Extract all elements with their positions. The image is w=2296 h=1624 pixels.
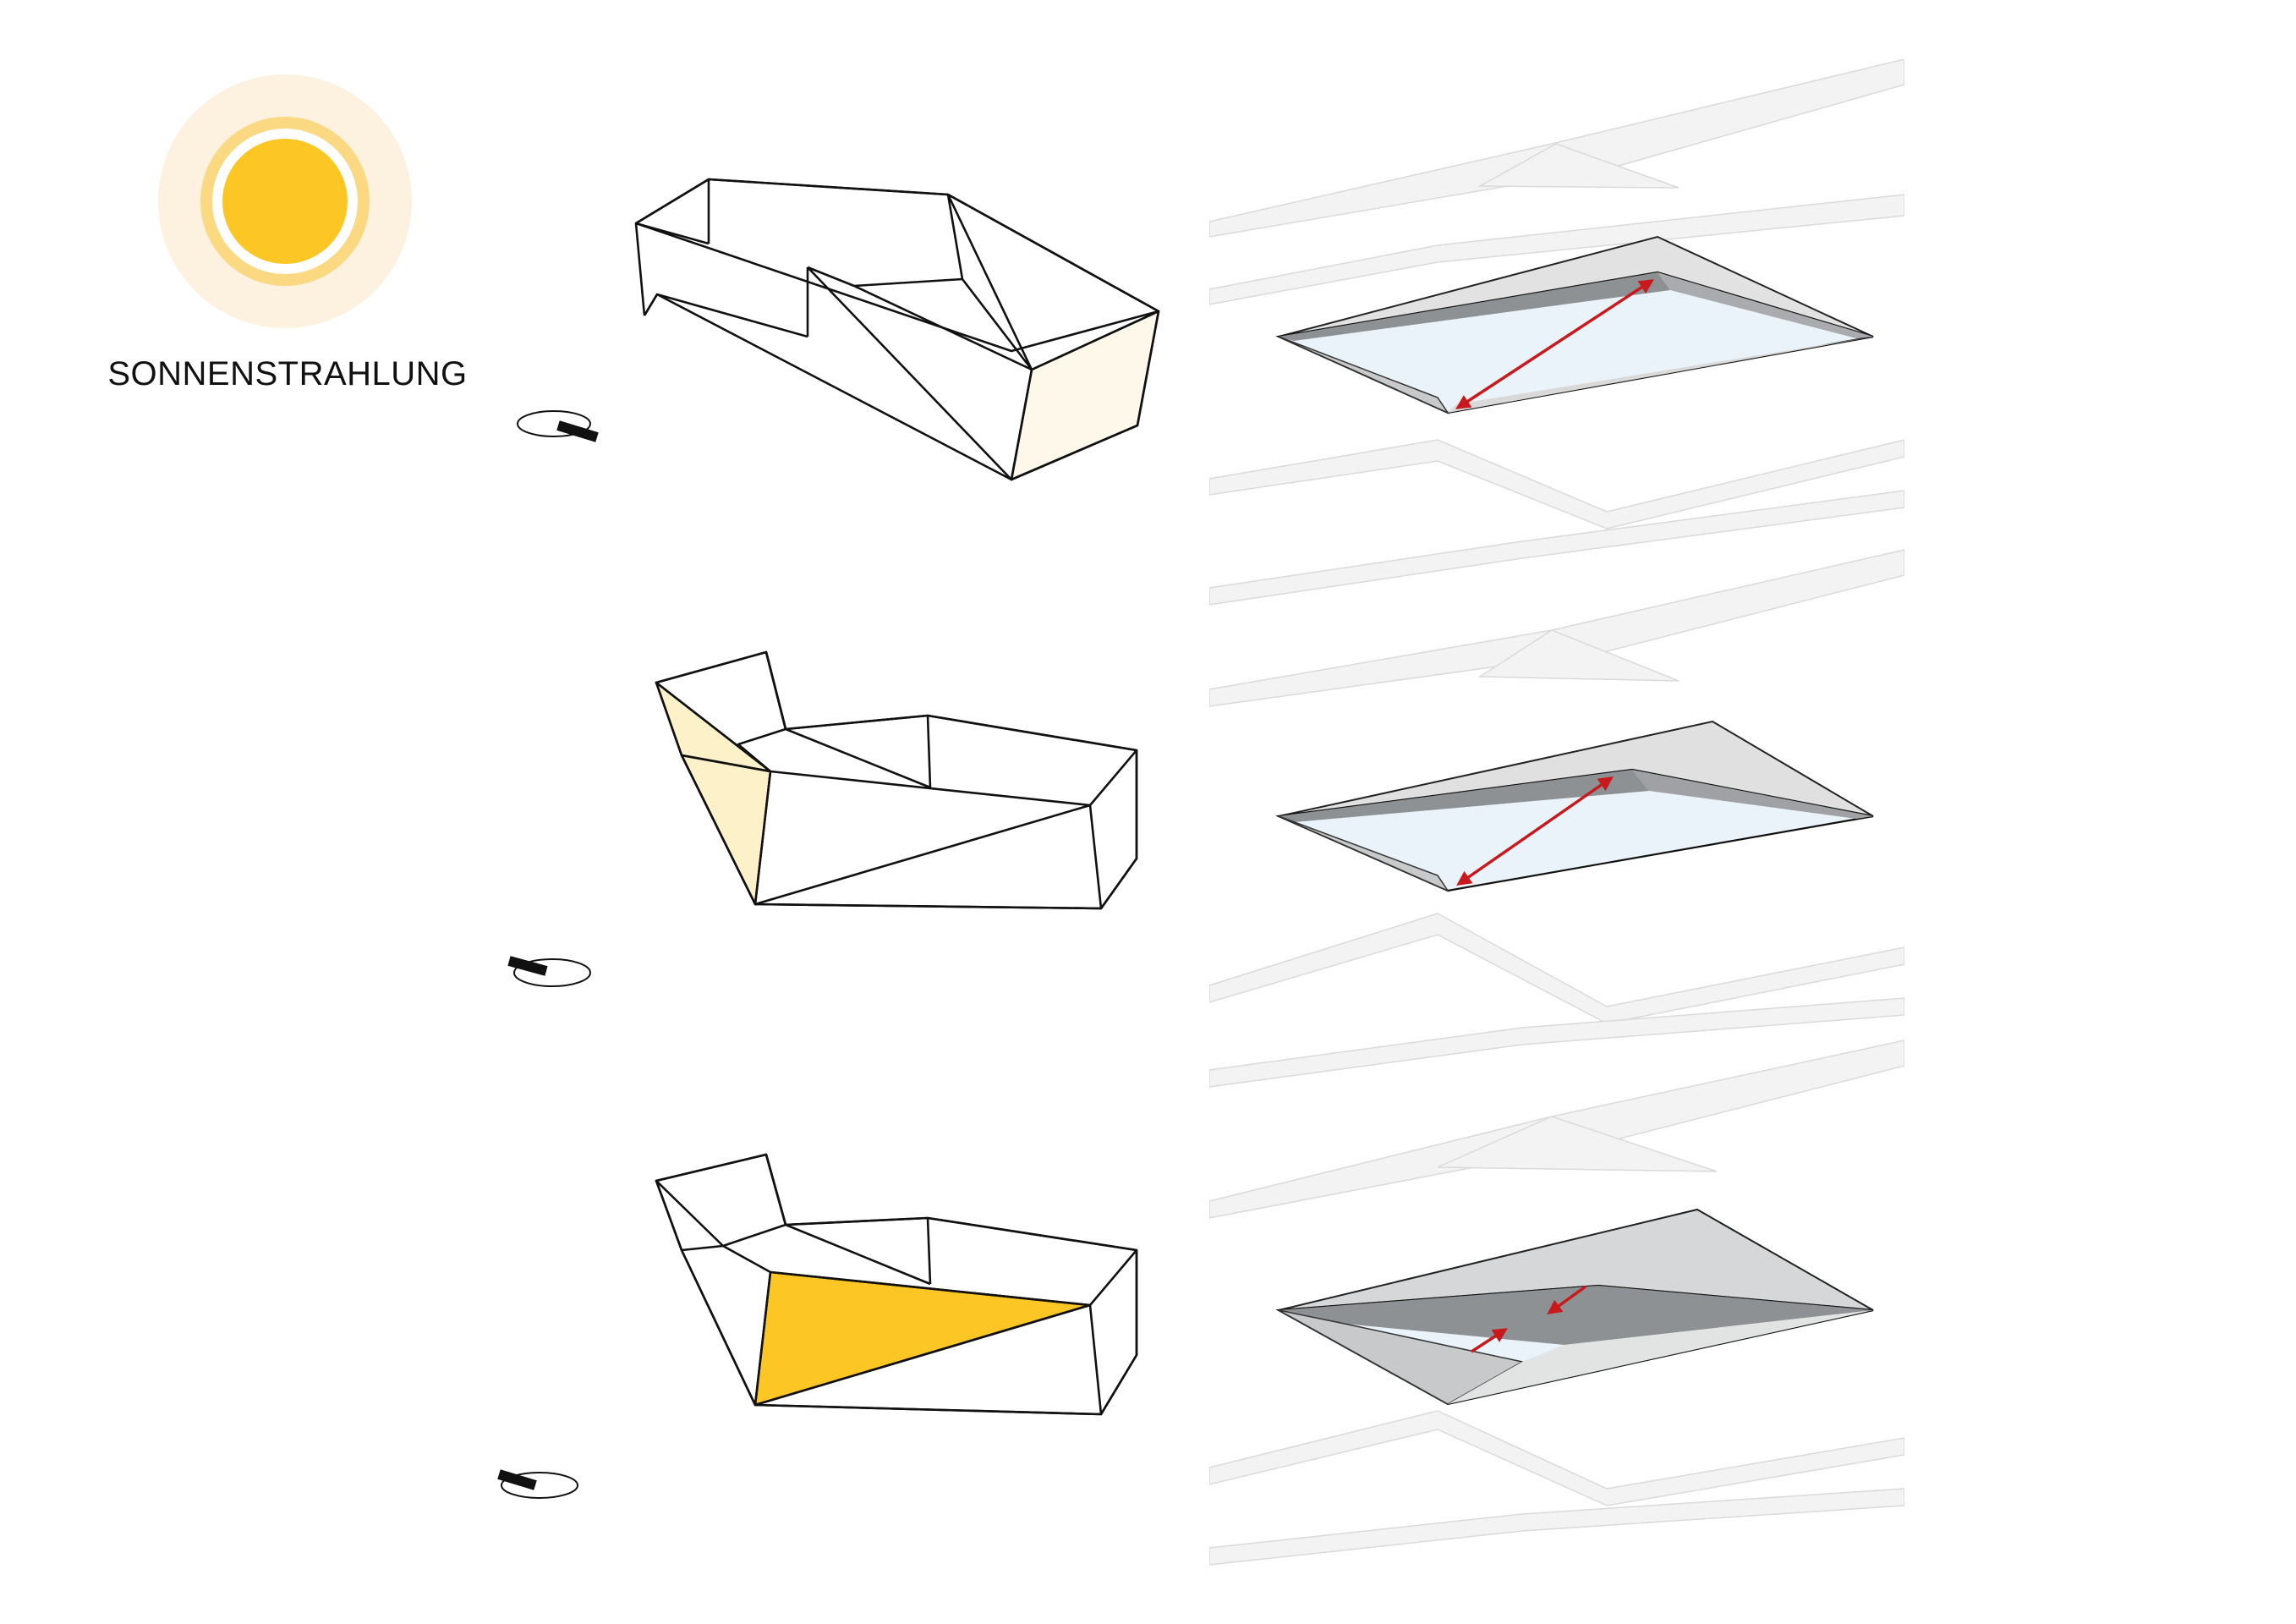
diagram-title: SONNENSTRAHLUNG <box>107 355 468 392</box>
opening-arrow <box>1456 776 1614 886</box>
compass-icon <box>517 410 599 442</box>
module-closed <box>655 1153 1138 1416</box>
facade-panel-closed <box>1275 1208 1874 1406</box>
facade-panel-partial <box>1274 720 1874 892</box>
sun-icon <box>158 74 412 328</box>
opening-arrow <box>1455 279 1654 409</box>
opening-arrow <box>1547 1285 1587 1315</box>
module-open <box>634 178 1163 481</box>
compass-icon <box>497 1469 578 1499</box>
module-partial <box>655 650 1138 910</box>
opening-arrow <box>1471 1328 1508 1353</box>
facade-background <box>1209 59 1904 1566</box>
facade-panel-open <box>1275 235 1874 414</box>
compass-icon <box>507 956 591 987</box>
